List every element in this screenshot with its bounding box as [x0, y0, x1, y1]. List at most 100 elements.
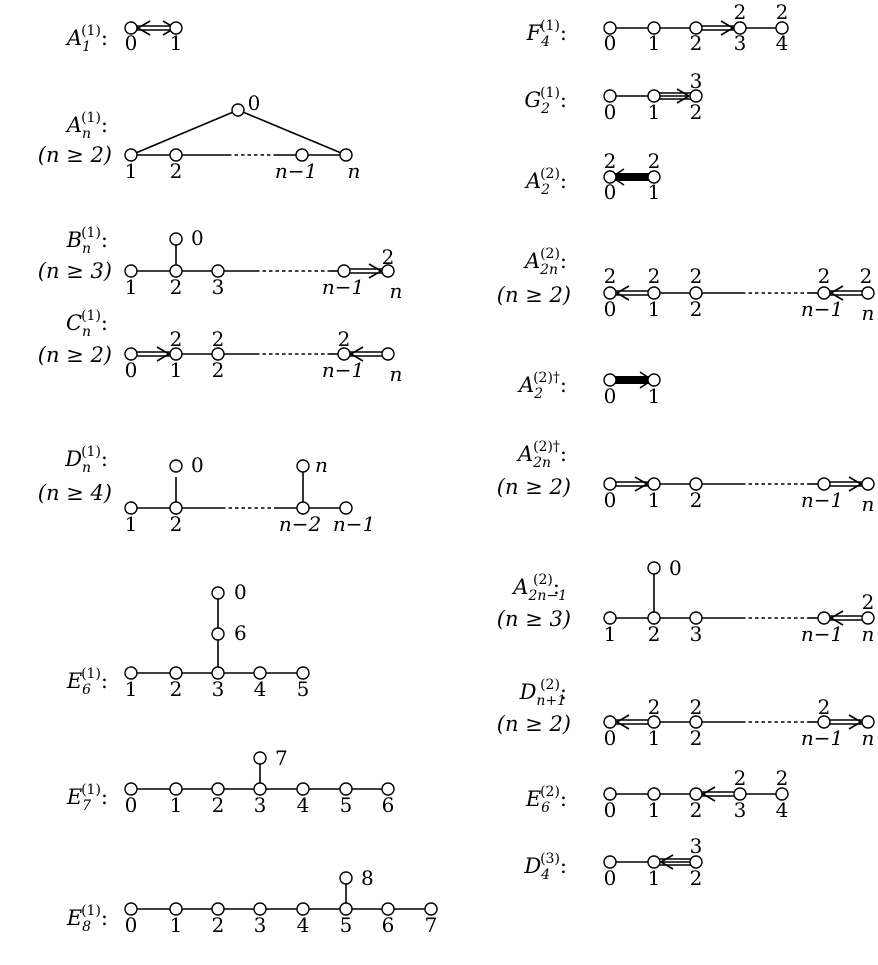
diagram-label: A2(2): [524, 166, 567, 198]
node [689, 855, 703, 869]
node-label: 2 [734, 766, 747, 790]
node-label: 2 [382, 245, 395, 269]
node-label: 2 [338, 327, 351, 351]
node-label: 2 [690, 297, 703, 321]
node [647, 787, 661, 801]
node-label: 2 [170, 677, 183, 701]
bond-arrow-icon [615, 285, 630, 301]
node-label: 1 [170, 31, 183, 55]
node [775, 787, 789, 801]
node-label: 7 [425, 913, 438, 937]
node-label: 5 [340, 913, 353, 937]
node [689, 477, 703, 491]
node [733, 21, 747, 35]
node-label: 3 [212, 275, 225, 299]
node-label: 0 [604, 726, 617, 750]
node [169, 21, 183, 35]
diagram-label: Cn(1): [66, 308, 108, 340]
node-label: n−1 [322, 275, 364, 299]
rank-condition: (n ≥ 2) [497, 283, 571, 307]
node-label: 2 [604, 264, 617, 288]
diagram-label: E6(2): [525, 784, 567, 816]
bond-arrow-icon [676, 88, 691, 104]
diagram-label: G2(1): [524, 85, 567, 117]
node [211, 902, 225, 916]
node-label: n−1 [801, 488, 843, 512]
node [337, 264, 351, 278]
node [817, 477, 831, 491]
node-label: 1 [125, 677, 138, 701]
node-label: 2 [818, 264, 831, 288]
node-label: 3 [254, 913, 267, 937]
node-label: 1 [648, 100, 661, 124]
node-label: 3 [212, 677, 225, 701]
node [647, 286, 661, 300]
node-label: 1 [125, 275, 138, 299]
node [647, 89, 661, 103]
node [381, 264, 395, 278]
node-label: 1 [648, 180, 661, 204]
node [124, 902, 138, 916]
node [733, 787, 747, 801]
node [603, 477, 617, 491]
node-label: 2 [212, 913, 225, 937]
node-label: 2 [690, 488, 703, 512]
node-label: 4 [297, 913, 310, 937]
node [775, 21, 789, 35]
bond-arrow-icon [701, 786, 716, 802]
node-label: 2 [776, 0, 789, 24]
node [603, 855, 617, 869]
node-label: 1 [604, 622, 617, 646]
node [381, 902, 395, 916]
node-label: 0 [669, 556, 682, 580]
node [647, 855, 661, 869]
node-label: n−2 [279, 512, 321, 536]
rank-condition: (n ≥ 4) [38, 481, 112, 505]
node [253, 751, 267, 765]
node-label: 2 [690, 695, 703, 719]
node [124, 501, 138, 515]
node-label: 5 [340, 793, 353, 817]
node-label: n [862, 492, 875, 516]
node-label: 2 [648, 695, 661, 719]
node-label: 3 [254, 793, 267, 817]
node-label: n−1 [801, 726, 843, 750]
node [381, 782, 395, 796]
node-label: 2 [648, 622, 661, 646]
node [169, 264, 183, 278]
diagram-label: F4(1): [526, 18, 567, 50]
node [169, 148, 183, 162]
diagram-label: A2n(2)†: [516, 439, 567, 471]
node [296, 902, 310, 916]
heavy-bond [615, 173, 649, 181]
node [296, 459, 310, 473]
node [211, 627, 225, 641]
node-label: 0 [125, 358, 138, 382]
node [603, 170, 617, 184]
bond-arrow-icon [659, 854, 674, 870]
node-label: 2 [212, 327, 225, 351]
node-label: 4 [776, 798, 789, 822]
rank-condition: (n ≥ 2) [497, 712, 571, 736]
bond-arrow-icon [829, 610, 844, 626]
node [603, 611, 617, 625]
diagram-label: A2(2)†: [517, 370, 567, 402]
node [381, 347, 395, 361]
node [169, 459, 183, 473]
node-label: 0 [604, 866, 617, 890]
node [817, 286, 831, 300]
node [169, 347, 183, 361]
node [424, 902, 438, 916]
node [211, 264, 225, 278]
node [337, 347, 351, 361]
node [861, 286, 875, 300]
